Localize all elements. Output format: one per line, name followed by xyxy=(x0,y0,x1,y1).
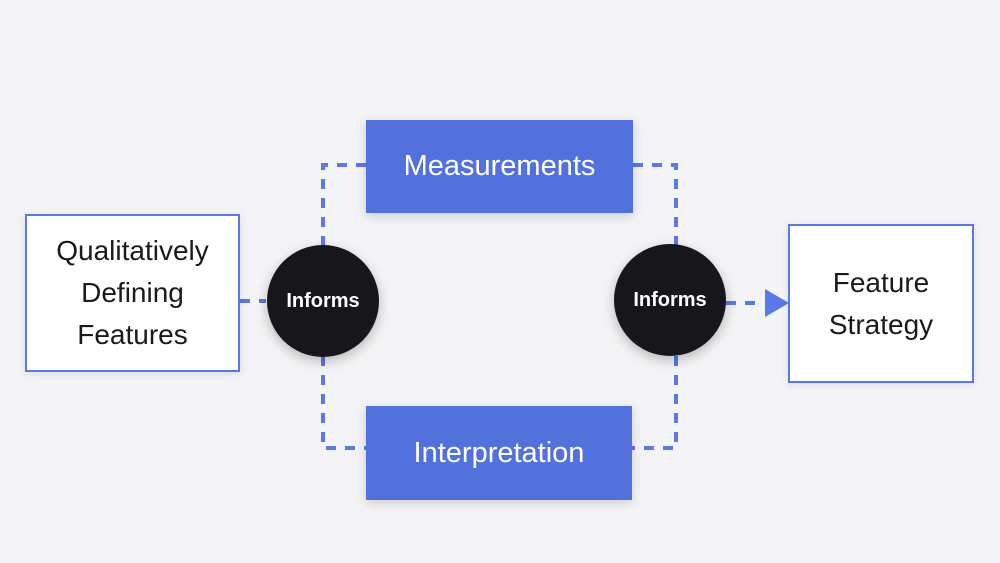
connector-informs-left-to-interpretation xyxy=(321,356,366,450)
node-label-line: Defining xyxy=(81,277,184,308)
node-label: Informs xyxy=(633,288,707,311)
connector-measurements-to-informs-right xyxy=(633,163,678,246)
connector-interpretation-to-informs-right xyxy=(632,356,678,450)
feature-strategy-node: Feature Strategy xyxy=(788,224,974,383)
node-label: Interpretation xyxy=(413,436,585,469)
informs-left-node: Informs xyxy=(267,245,379,357)
node-label-line: Strategy xyxy=(828,308,934,340)
informs-right-node: Informs xyxy=(614,244,726,356)
node-label: Informs xyxy=(286,289,360,312)
qualitative-defining-features-node: Qualitatively Defining Features xyxy=(25,214,240,372)
interpretation-node: Interpretation xyxy=(366,406,632,500)
node-label: Measurements xyxy=(403,150,596,182)
measurements-node: Measurements xyxy=(366,120,633,213)
arrowhead-icon xyxy=(765,289,789,317)
node-label-line: Features xyxy=(77,319,188,350)
connector-informs-left-to-measurements xyxy=(321,163,366,246)
node-label-line: Feature xyxy=(832,266,930,298)
node-label-line: Qualitatively xyxy=(56,235,209,266)
